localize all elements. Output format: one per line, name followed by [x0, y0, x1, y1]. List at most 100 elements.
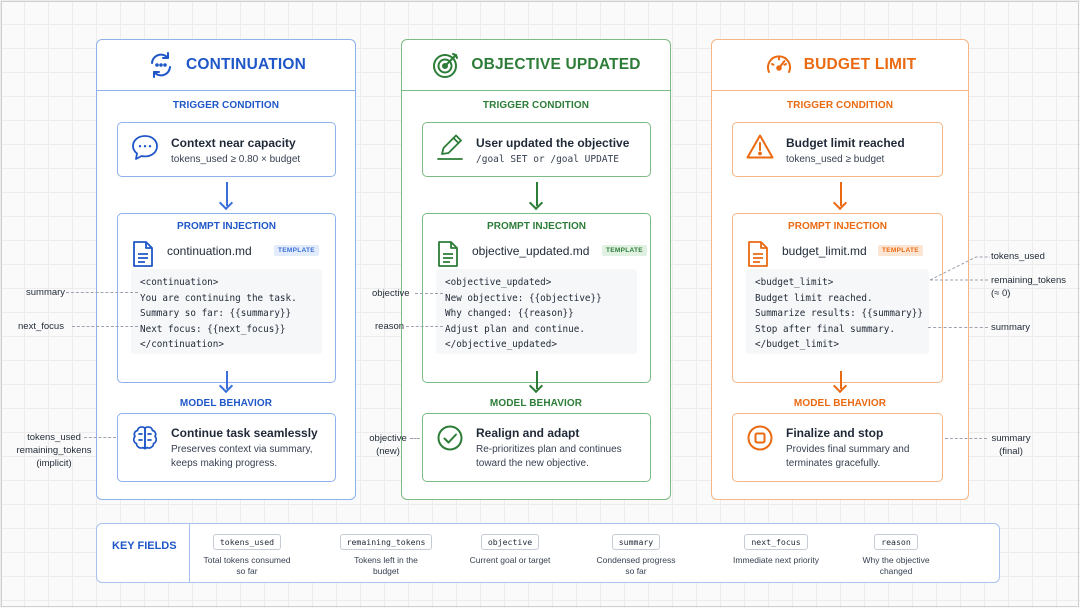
behavior-box: Finalize and stop Provides final summary…	[732, 413, 943, 482]
annotation-line: summary	[991, 433, 1031, 444]
code-line: Why changed: {{reason}}	[445, 308, 574, 319]
annotation-connector	[929, 256, 990, 281]
trigger-condition-label: TRIGGER CONDITION	[786, 100, 894, 111]
brain-icon	[130, 423, 160, 453]
continuation-header: CONTINUATION	[97, 40, 355, 91]
behavior-title: Continue task seamlessly	[171, 426, 318, 440]
prompt-injection-label: PROMPT INJECTION	[177, 221, 276, 232]
prompt-injection-box: PROMPT INJECTION objective_updated.md TE…	[422, 213, 651, 383]
check-circle-icon	[435, 423, 465, 453]
flow-arrow	[840, 371, 842, 389]
annotation-connector	[410, 438, 420, 439]
behavior-title: Finalize and stop	[786, 426, 884, 440]
trigger-box: Budget limit reached tokens_used ≥ budge…	[732, 122, 943, 177]
prompt-injection-box: PROMPT INJECTION budget_limit.md TEMPLAT…	[732, 213, 943, 383]
code-line: Summary so far: {{summary}}	[140, 308, 292, 319]
key-fields-legend: KEY FIELDS tokens_used Total tokens cons…	[96, 523, 1000, 583]
budget-limit-column: BUDGET LIMIT TRIGGER CONDITION Budget li…	[711, 39, 969, 500]
annotation-objective-new: objective (new)	[364, 432, 412, 458]
budget-limit-header: BUDGET LIMIT	[712, 40, 968, 91]
pencil-icon	[435, 132, 465, 162]
trigger-detail: /goal SET or /goal UPDATE	[476, 154, 619, 165]
annotation-line: (final)	[999, 446, 1023, 457]
target-icon	[431, 50, 461, 80]
key-field-description: Current goal or target	[469, 555, 551, 565]
prompt-injection-box: PROMPT INJECTION continuation.md TEMPLAT…	[117, 213, 336, 383]
annotation-line: objective	[369, 433, 407, 444]
model-behavior-label: MODEL BEHAVIOR	[489, 398, 583, 409]
behavior-box: Continue task seamlessly Preserves conte…	[117, 413, 336, 482]
annotation-connector	[928, 327, 988, 328]
annotation-final-summary: summary (final)	[988, 432, 1034, 458]
code-line: </objective_updated>	[445, 339, 557, 350]
behavior-detail: Preserves context via summary, keeps mak…	[171, 444, 313, 469]
code-line: <continuation>	[140, 277, 219, 288]
key-field-description: Immediate next priority	[733, 555, 819, 565]
document-icon	[436, 240, 460, 268]
speedometer-icon	[764, 50, 794, 80]
annotation-connector	[415, 293, 443, 294]
objective-updated-header: OBJECTIVE UPDATED	[402, 40, 670, 91]
code-block: <continuation> You are continuing the ta…	[131, 269, 322, 354]
key-field-description: Why the objective changed	[862, 555, 930, 576]
annotation-line: (implicit)	[36, 458, 72, 469]
code-line: </budget_limit>	[755, 339, 839, 350]
key-field-item: remaining_tokens Tokens left in the budg…	[326, 532, 446, 577]
flow-arrow	[840, 182, 842, 206]
key-field-name: tokens_used	[212, 534, 282, 550]
document-icon	[131, 240, 155, 268]
trigger-title: Budget limit reached	[786, 136, 905, 150]
code-line: Summarize results: {{summary}}	[755, 308, 923, 319]
template-filename: continuation.md	[167, 244, 252, 258]
key-field-name: summary	[611, 534, 661, 550]
behavior-detail: Re-prioritizes plan and continues toward…	[476, 444, 622, 469]
key-field-name: remaining_tokens	[339, 534, 433, 550]
key-field-description: Total tokens consumed so far	[203, 555, 291, 576]
key-field-description: Tokens left in the budget	[354, 555, 418, 576]
template-filename: objective_updated.md	[472, 244, 590, 258]
annotation-objective: objective	[372, 288, 410, 299]
trigger-detail: tokens_used ≥ budget	[786, 154, 885, 165]
behavior-box: Realign and adapt Re-prioritizes plan an…	[422, 413, 651, 482]
code-line: <budget_limit>	[755, 277, 834, 288]
continuation-column: CONTINUATION TRIGGER CONDITION Context n…	[96, 39, 356, 500]
flow-arrow	[536, 182, 538, 206]
key-field-item: next_focus Immediate next priority	[716, 532, 836, 566]
annotation-line: remaining_tokens	[991, 275, 1066, 286]
trigger-title: User updated the objective	[476, 136, 630, 150]
divider	[189, 524, 190, 582]
code-line: <objective_updated>	[445, 277, 552, 288]
annotation-token-fields: tokens_used remaining_tokens (implicit)	[14, 431, 94, 470]
annotation-next-focus: next_focus	[18, 321, 64, 332]
trigger-box: User updated the objective /goal SET or …	[422, 122, 651, 177]
code-line: </continuation>	[140, 339, 224, 350]
refresh-icon	[146, 50, 176, 80]
key-field-item: reason Why the objective changed	[836, 532, 956, 577]
trigger-detail: tokens_used ≥ 0.80 × budget	[171, 154, 301, 165]
key-field-name: next_focus	[744, 534, 808, 550]
annotation-line: tokens_used	[27, 432, 81, 443]
trigger-title: Context near capacity	[171, 136, 296, 150]
trigger-box: Context near capacity tokens_used ≥ 0.80…	[117, 122, 336, 177]
key-field-name: reason	[874, 534, 918, 550]
annotation-budget-remaining: remaining_tokens (≈ 0)	[991, 274, 1066, 300]
code-line: Stop after final summary.	[755, 323, 895, 335]
model-behavior-label: MODEL BEHAVIOR	[179, 398, 273, 409]
key-fields-label: KEY FIELDS	[112, 540, 177, 552]
annotation-connector	[72, 326, 138, 327]
code-line: Adjust plan and continue.	[445, 323, 585, 335]
trigger-condition-label: TRIGGER CONDITION	[172, 100, 280, 111]
code-block: <budget_limit> Budget limit reached. Sum…	[746, 269, 929, 354]
annotation-reason: reason	[375, 321, 405, 332]
template-badge: TEMPLATE	[602, 245, 647, 256]
chat-bubble-icon	[130, 132, 160, 162]
template-badge: TEMPLATE	[878, 245, 923, 256]
column-title: CONTINUATION	[185, 56, 307, 73]
annotation-budget-summary: summary	[991, 322, 1031, 333]
column-title: OBJECTIVE UPDATED	[471, 56, 641, 73]
annotation-line: (≈ 0)	[991, 288, 1011, 299]
template-filename: budget_limit.md	[782, 244, 867, 258]
prompt-injection-label: PROMPT INJECTION	[487, 221, 586, 232]
annotation-connector	[84, 437, 116, 438]
flow-arrow	[536, 371, 538, 389]
